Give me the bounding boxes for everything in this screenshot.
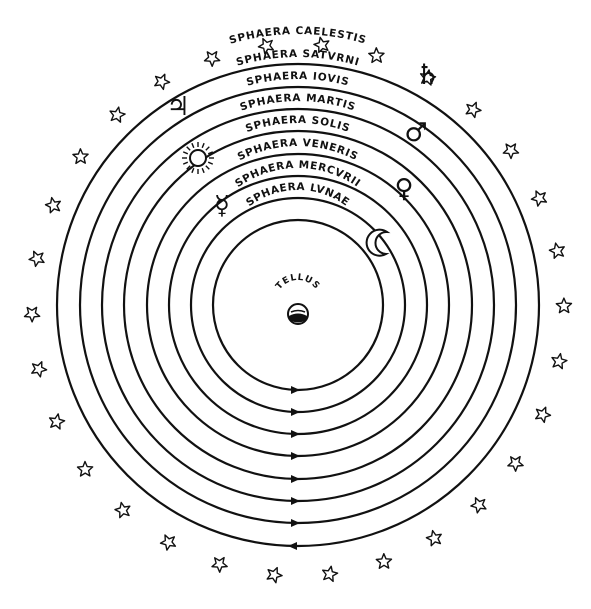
star-icon: [29, 251, 44, 266]
direction-arrow: [291, 452, 300, 460]
earth-icon: [288, 304, 308, 324]
star-icon: [25, 307, 40, 322]
star-icon: [556, 298, 571, 313]
star-icon: [32, 362, 47, 377]
direction-arrow: [291, 475, 300, 483]
star-icon: [426, 531, 441, 546]
star-icon: [212, 558, 227, 573]
saturn-symbol: ♄: [415, 58, 440, 91]
sphere-label: SPHAERA MARTIS: [239, 92, 358, 114]
direction-arrow: [288, 542, 297, 550]
star-icon: [536, 407, 551, 422]
sun-symbol: [182, 142, 214, 174]
star-icon: [531, 191, 546, 206]
star-icon: [376, 554, 391, 569]
star-icon: [50, 414, 65, 429]
star-icon: [46, 198, 61, 213]
star-icon: [503, 144, 518, 159]
mercury-symbol: ☿: [214, 191, 230, 221]
sphere-label: SPHAERA CAELESTIS: [228, 25, 368, 47]
direction-arrow: [291, 386, 300, 394]
star-icon: [155, 74, 170, 89]
mars-symbol: ♂: [404, 118, 427, 148]
sphere-label: SPHAERA SATVRNI: [235, 48, 361, 69]
star-icon: [73, 149, 88, 164]
direction-arrow: [291, 408, 300, 416]
star-icon: [466, 102, 481, 117]
star-icon: [369, 48, 384, 63]
venus-symbol: ♀: [394, 174, 413, 204]
star-icon: [205, 52, 220, 67]
direction-arrow: [291, 519, 300, 527]
star-icon: [115, 503, 130, 518]
star-icon: [471, 498, 486, 513]
star-icon: [552, 354, 567, 369]
star-icon: [78, 462, 93, 477]
direction-arrow: [291, 430, 300, 438]
star-icon: [508, 457, 523, 472]
jupiter-symbol: ♃: [166, 92, 189, 122]
star-icon: [323, 566, 338, 581]
direction-arrow: [291, 497, 300, 505]
star-icon: [110, 107, 125, 122]
tellus-label: TELLUS: [274, 273, 321, 292]
star-icon: [161, 535, 176, 550]
star-icon: [549, 243, 564, 258]
star-icon: [267, 568, 282, 583]
sphere-label: SPHAERA IOVIS: [245, 70, 351, 89]
